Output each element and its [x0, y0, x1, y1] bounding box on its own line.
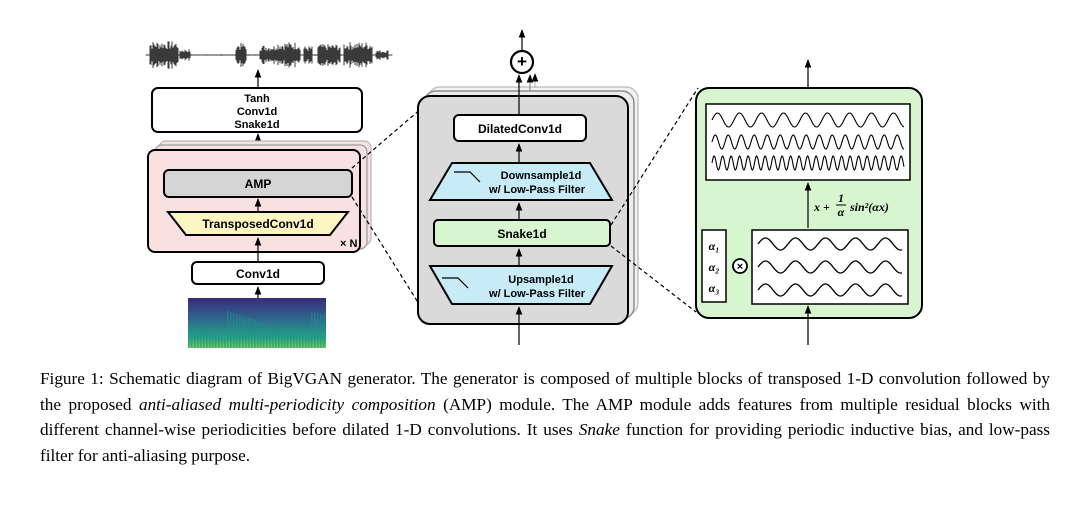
output-wave-1: [711, 112, 905, 128]
multiply-node: [732, 258, 748, 274]
snake1d-output-label: Snake1d: [234, 119, 279, 131]
alpha-1: α₁: [709, 239, 720, 253]
downsample-label: Downsample1d: [501, 170, 582, 182]
upsample-block: [428, 265, 614, 305]
zoom-line-amp-bottom: [351, 196, 425, 313]
upsample-filter-label: w/ Low-Pass Filter: [488, 288, 586, 300]
alpha-3: α₃: [709, 281, 720, 295]
caption-text-2: (AMP) module. The AMP module adds featur…: [40, 394, 1050, 440]
downsample-block: [428, 162, 614, 201]
upsampling-panel: [147, 149, 361, 253]
conv1d-input-label: Conv1d: [236, 267, 280, 281]
low-pass-filter-icon: [442, 277, 469, 289]
snake1d-label: Snake1d: [497, 227, 546, 241]
transposed-conv-label: TransposedConv1d: [202, 217, 313, 231]
input-wave-2: [757, 260, 903, 274]
upsample-label: Upsample1d: [508, 274, 573, 286]
zoom-line-snake-bottom: [610, 245, 697, 313]
amp-block: [163, 169, 353, 198]
low-pass-filter-icon: [454, 171, 481, 183]
caption-text-3: function for providing periodic inductiv…: [40, 420, 1050, 465]
caption-emphasis-snake: Snake: [578, 420, 620, 439]
conv1d-output-label: Conv1d: [237, 106, 277, 118]
alpha-column: [701, 229, 727, 303]
caption-text-1: Schematic diagram of BigVGAN generator. …: [40, 369, 1050, 414]
dilated-conv-block: [453, 114, 587, 142]
alpha-2: α₂: [709, 260, 720, 274]
formula-left: x +: [813, 200, 830, 214]
input-wave-3: [757, 283, 903, 297]
snake1d-block: [433, 219, 611, 247]
input-mel-spectrogram: [188, 298, 326, 348]
multiply-symbol: ×: [737, 261, 743, 273]
caption-prefix: Figure 1:: [40, 369, 104, 388]
snake-input-waves-box: [751, 229, 909, 305]
tanh-label: Tanh: [244, 93, 270, 105]
sum-symbol: +: [517, 52, 527, 71]
snake-formula: x + 1 α sin²(αx): [813, 191, 889, 219]
formula-numerator: 1: [838, 191, 844, 205]
transposed-conv-block: [165, 211, 351, 236]
formula-right: sin²(αx): [849, 200, 889, 214]
figure-caption: Figure 1: Schematic diagram of BigVGAN g…: [40, 366, 1050, 468]
zoom-line-amp-top: [351, 107, 423, 169]
caption-emphasis-amp: anti-aliased multi-periodicity compositi…: [138, 394, 436, 414]
repeat-n-label: × N: [340, 238, 357, 250]
output-wave-3: [711, 155, 905, 171]
downsample-filter-label: w/ Low-Pass Filter: [488, 184, 586, 196]
conv1d-input-block: [191, 261, 325, 285]
dilated-conv-label: DilatedConv1d: [478, 122, 562, 136]
zoom-line-snake-top: [610, 87, 699, 226]
output-block: [151, 87, 363, 133]
sum-node: [509, 49, 535, 75]
snake-output-waves-box: [705, 103, 911, 181]
output-waveform: [145, 41, 393, 69]
input-wave-1: [757, 237, 903, 251]
amp-label: AMP: [245, 177, 272, 191]
bigvgan-schematic-diagram: Tanh Conv1d Snake1d AMP TransposedConv1d…: [145, 29, 923, 348]
formula-denominator: α: [838, 205, 845, 219]
output-wave-2: [711, 134, 904, 150]
